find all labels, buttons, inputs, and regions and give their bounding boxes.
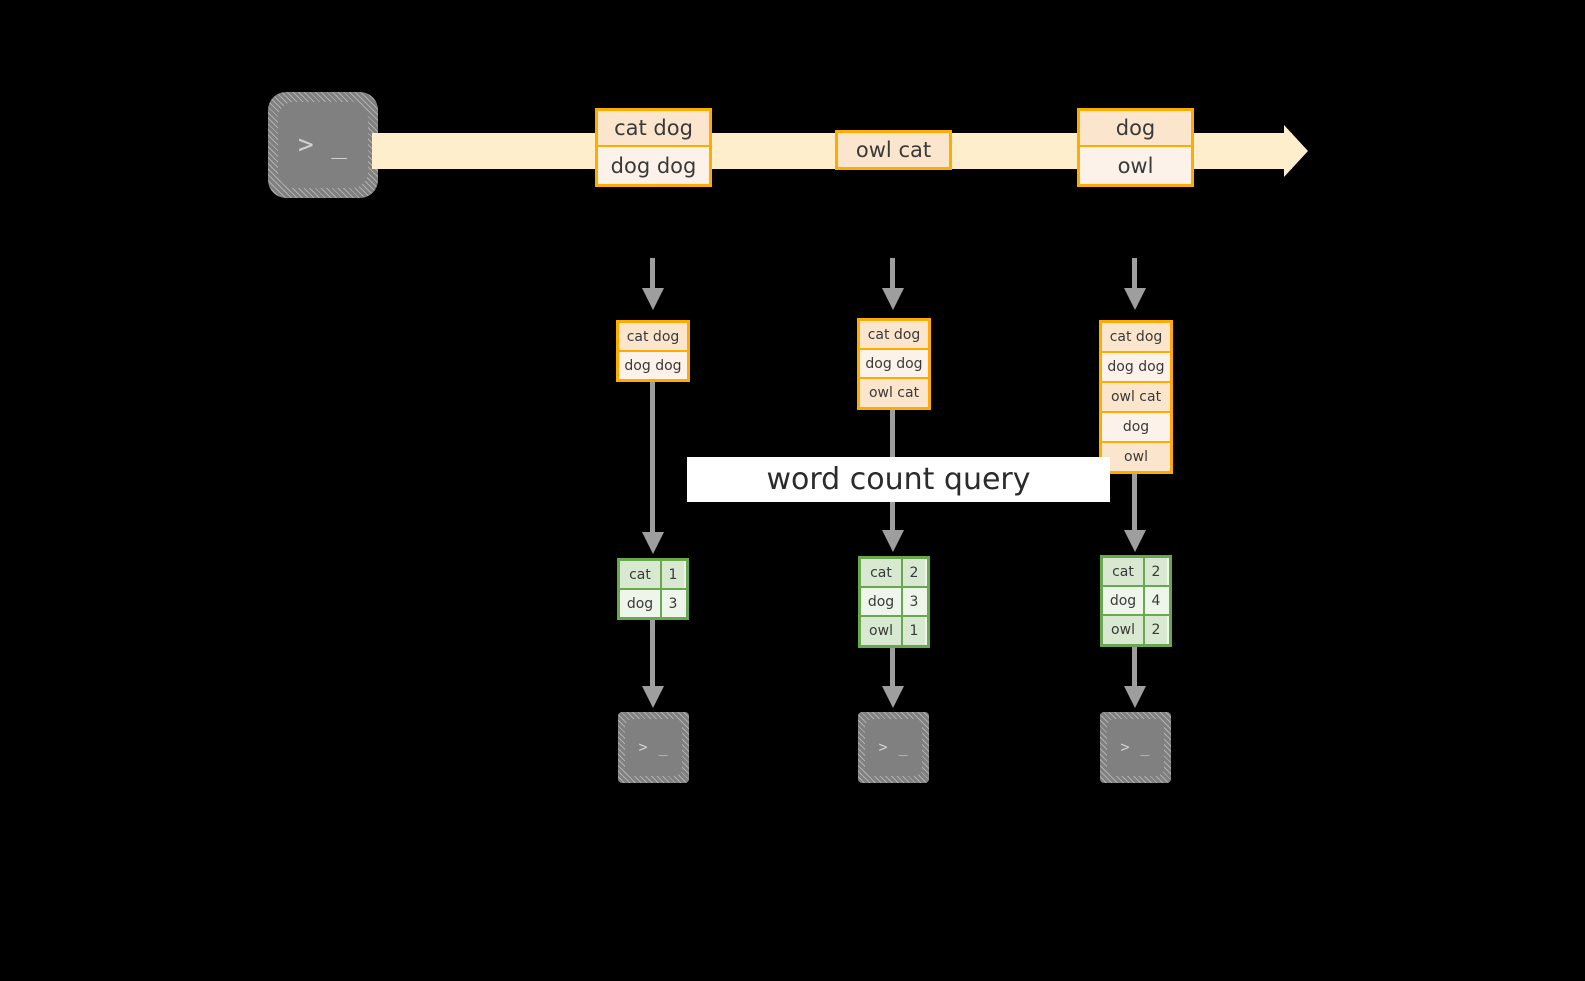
snapshot-2-sink-terminal-icon: > _ [858, 712, 929, 783]
stream-record-group-3: dog owl [1077, 108, 1194, 187]
source-terminal-prompt: > _ [298, 130, 348, 160]
stream-record-line: cat dog [598, 111, 709, 147]
snapshot-3-input-line: cat dog [1102, 323, 1170, 353]
source-terminal-icon: > _ [268, 92, 378, 198]
snapshot-1-result-table: cat 1 dog 3 [617, 558, 689, 620]
snapshot-3-sink-line [1132, 647, 1137, 688]
snapshot-1-sink-prompt: > _ [638, 738, 669, 756]
snapshot-3-tap-line [1132, 258, 1137, 290]
snapshot-2-sink-line [890, 648, 895, 688]
snapshot-1-sink-arrow [642, 686, 664, 708]
table-row: dog 3 [861, 588, 927, 617]
snapshot-3-sink-terminal-icon: > _ [1100, 712, 1171, 783]
table-cell-count: 3 [662, 590, 684, 617]
table-cell-count: 2 [903, 559, 925, 586]
table-cell-word: cat [1103, 558, 1145, 585]
table-row: owl 1 [861, 617, 927, 645]
snapshot-2-sink-prompt: > _ [878, 738, 909, 756]
snapshot-2-tap-arrow [882, 288, 904, 310]
table-cell-word: owl [1103, 616, 1145, 644]
snapshot-1-sink-terminal-icon: > _ [618, 712, 689, 783]
snapshot-3-query-line [1132, 474, 1137, 532]
stream-record-group-2: owl cat [835, 130, 952, 170]
snapshot-1-sink-line [650, 620, 655, 688]
snapshot-3-sink-arrow [1124, 686, 1146, 708]
table-row: dog 3 [620, 590, 686, 617]
snapshot-3-input-line: dog dog [1102, 353, 1170, 383]
stream-record-line: dog [1080, 111, 1191, 147]
stream-record-line: dog dog [598, 147, 709, 184]
snapshot-2-input-line: owl cat [860, 379, 928, 407]
snapshot-3-input-line: owl [1102, 443, 1170, 471]
snapshot-3-sink-prompt: > _ [1120, 738, 1151, 756]
snapshot-3-input-box: cat dog dog dog owl cat dog owl [1099, 320, 1173, 474]
table-row: owl 2 [1103, 616, 1169, 644]
query-label: word count query [687, 457, 1110, 502]
snapshot-1-tap-arrow [642, 288, 664, 310]
snapshot-1-input-box: cat dog dog dog [616, 320, 690, 382]
snapshot-1-query-line [650, 382, 655, 534]
snapshot-3-query-arrow [1124, 530, 1146, 552]
snapshot-1-query-arrow [642, 532, 664, 554]
table-cell-count: 3 [903, 588, 925, 615]
snapshot-1-tap-line [650, 258, 655, 290]
table-cell-word: dog [1103, 587, 1145, 614]
table-cell-word: cat [861, 559, 903, 586]
snapshot-2-input-line: cat dog [860, 321, 928, 350]
snapshot-2-sink-arrow [882, 686, 904, 708]
snapshot-2-query-arrow [882, 530, 904, 552]
snapshot-3-input-line: owl cat [1102, 383, 1170, 413]
table-cell-count: 1 [903, 617, 925, 645]
table-cell-word: owl [861, 617, 903, 645]
table-row: cat 2 [861, 559, 927, 588]
snapshot-2-input-line: dog dog [860, 350, 928, 379]
stream-record-group-1: cat dog dog dog [595, 108, 712, 187]
snapshot-2-tap-line [890, 258, 895, 290]
stream-record-line: owl [1080, 147, 1191, 184]
snapshot-2-result-table: cat 2 dog 3 owl 1 [858, 556, 930, 648]
stream-arrow-head [1284, 125, 1308, 177]
table-row: dog 4 [1103, 587, 1169, 616]
snapshot-2-input-box: cat dog dog dog owl cat [857, 318, 931, 410]
snapshot-1-input-line: dog dog [619, 352, 687, 379]
table-row: cat 1 [620, 561, 686, 590]
snapshot-3-input-line: dog [1102, 413, 1170, 443]
snapshot-1-input-line: cat dog [619, 323, 687, 352]
table-cell-count: 1 [662, 561, 684, 588]
snapshot-3-tap-arrow [1124, 288, 1146, 310]
table-cell-word: cat [620, 561, 662, 588]
table-cell-count: 2 [1145, 558, 1167, 585]
table-cell-word: dog [620, 590, 662, 617]
table-cell-count: 4 [1145, 587, 1167, 614]
table-row: cat 2 [1103, 558, 1169, 587]
table-cell-word: dog [861, 588, 903, 615]
table-cell-count: 2 [1145, 616, 1167, 644]
snapshot-3-result-table: cat 2 dog 4 owl 2 [1100, 555, 1172, 647]
stream-record-line: owl cat [838, 133, 949, 167]
